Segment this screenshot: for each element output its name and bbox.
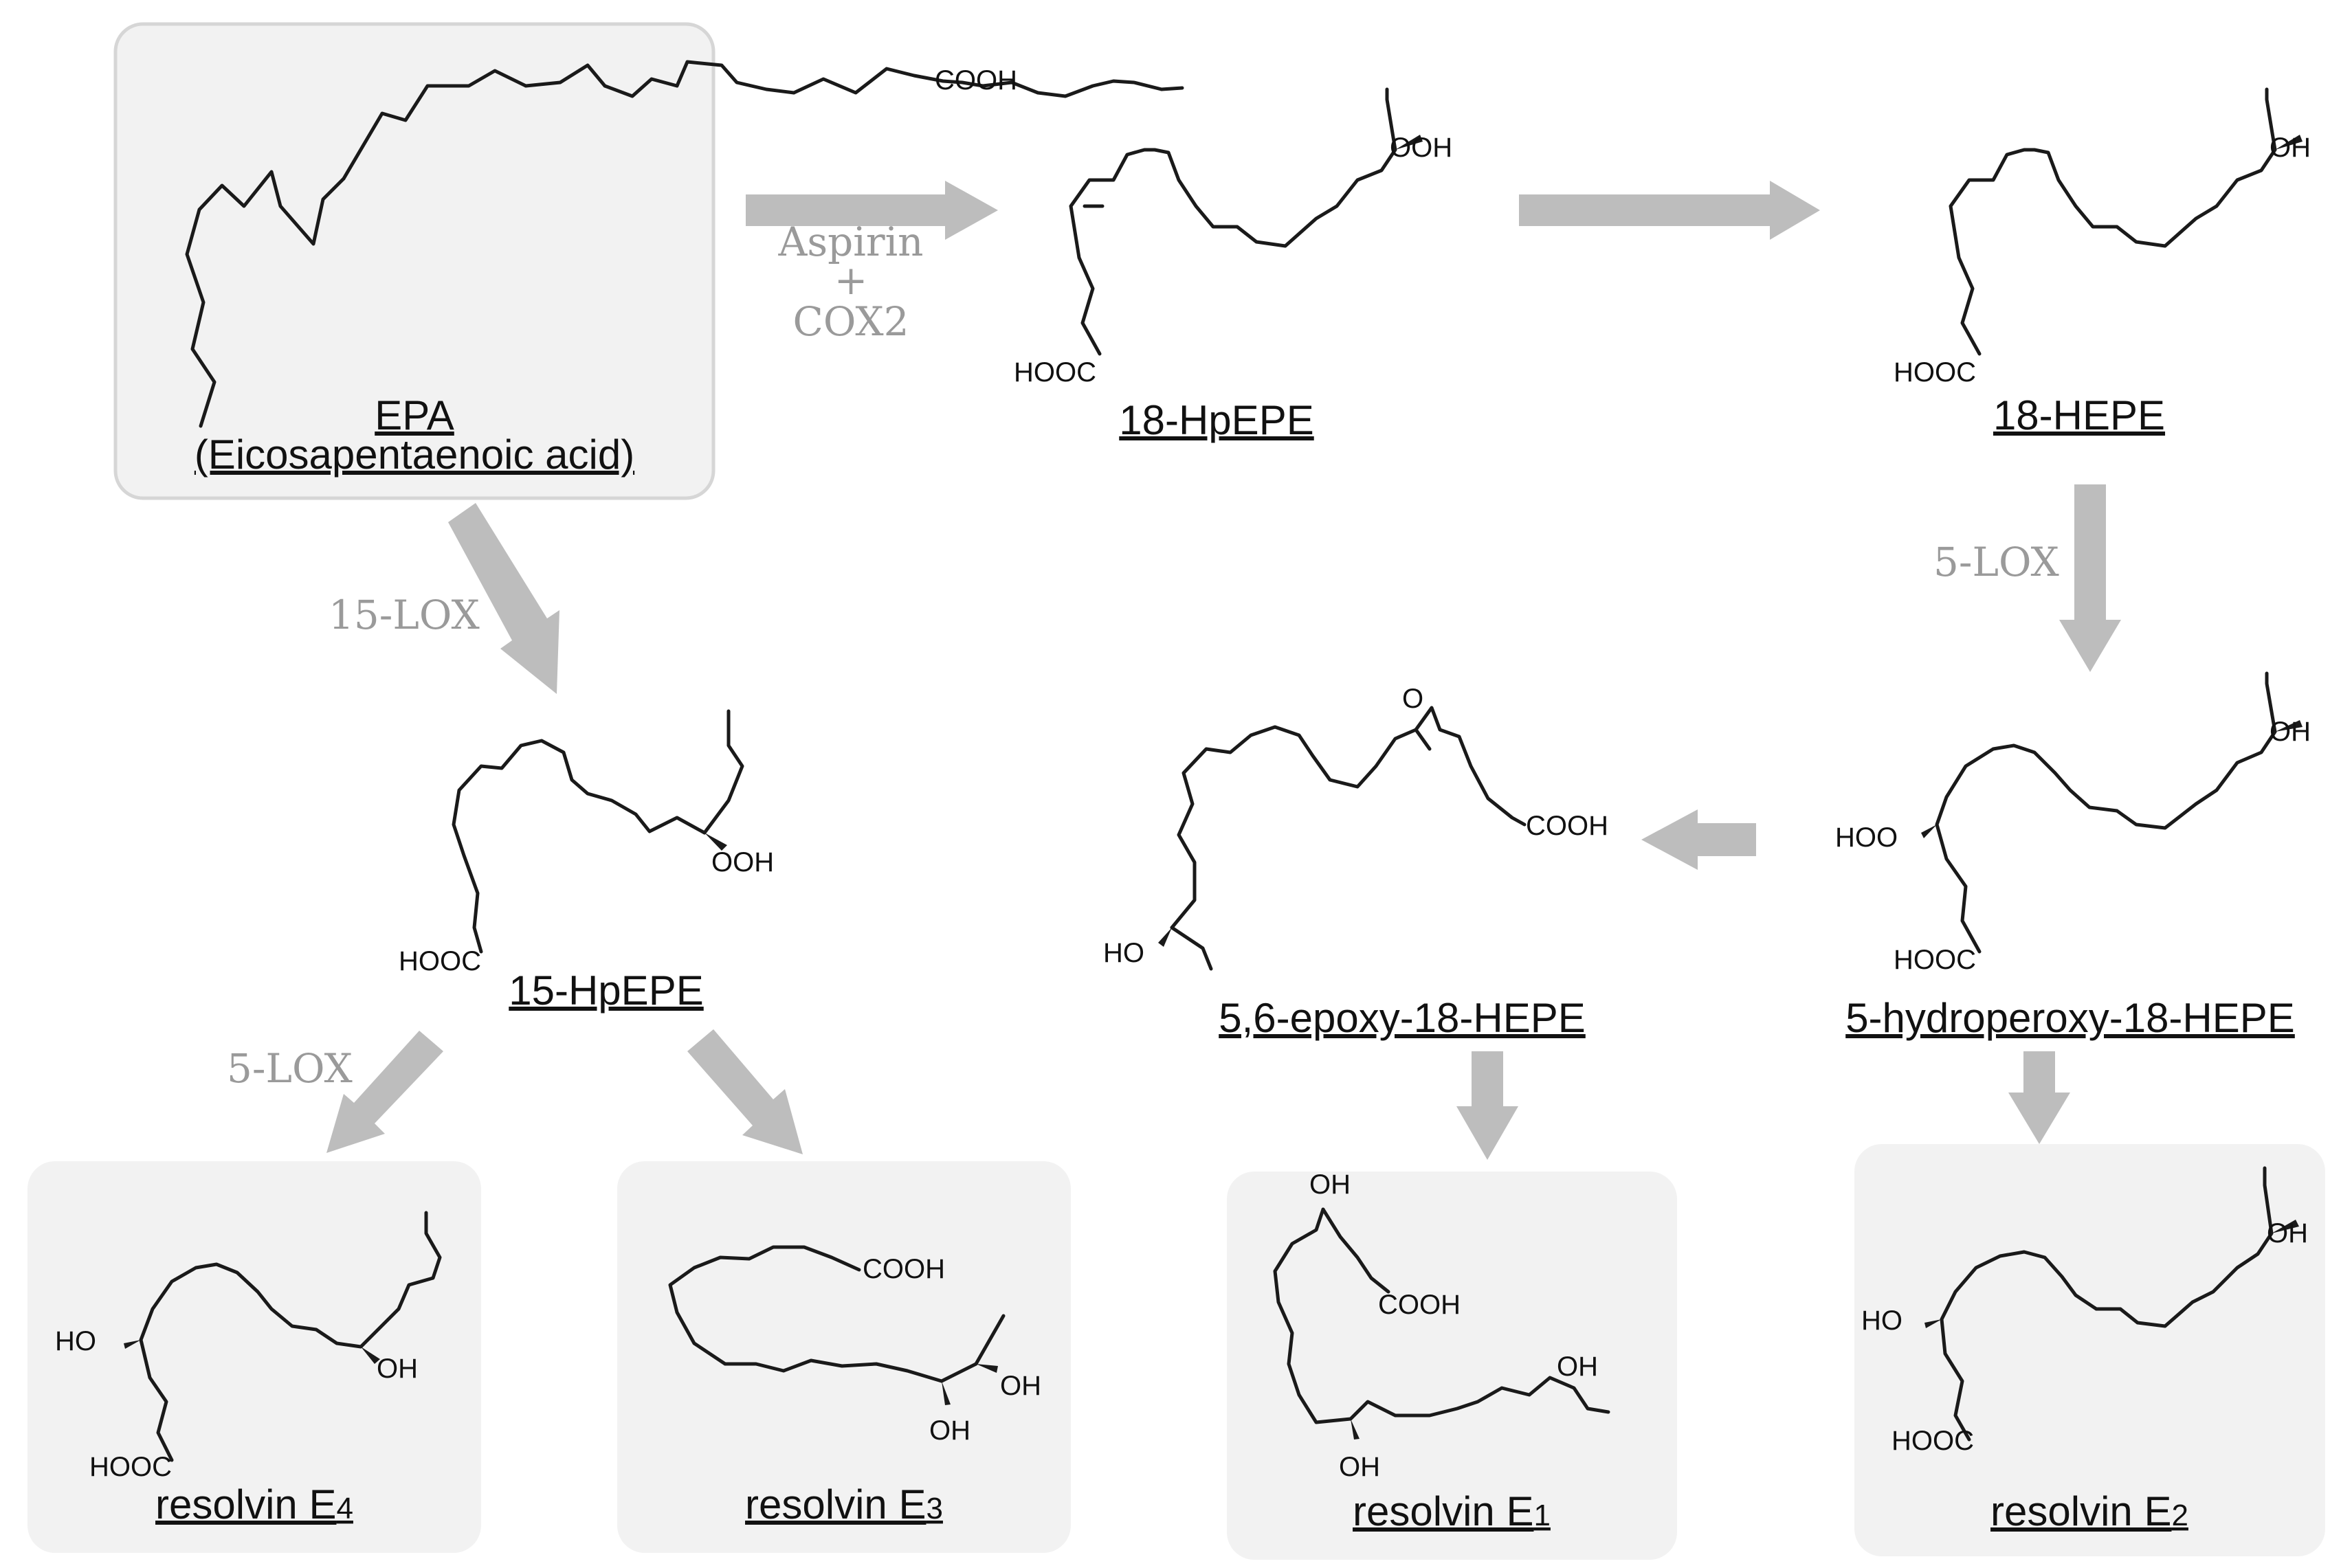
rve4-structure xyxy=(124,1211,442,1462)
rve1-box xyxy=(1227,1172,1677,1560)
rve1-cooh-label: COOH xyxy=(1378,1290,1461,1320)
epa-box xyxy=(113,22,715,500)
18hpepe-hooc-label: HOOC xyxy=(1014,357,1096,388)
hydroperoxy-name: 5-hydroperoxy-18-HEPE xyxy=(1845,995,2295,1041)
18hpepe-ooh-label: OOH xyxy=(1390,133,1452,163)
epoxy-ho-label: HO xyxy=(1103,938,1144,968)
rve4-box xyxy=(27,1161,481,1553)
hydroperoxy-oh-label: OH xyxy=(2270,717,2311,747)
epoxy-cooh-label: COOH xyxy=(1526,811,1608,841)
epa-structure xyxy=(185,60,1184,428)
18hepe-structure xyxy=(1949,87,2303,356)
rve2-structure xyxy=(1924,1166,2299,1442)
rve1-name: resolvin E1 xyxy=(1353,1488,1551,1534)
arrow-epa-to-18hpepe xyxy=(746,181,998,240)
epoxy-structure xyxy=(1158,706,1527,971)
rve1-oh-bottom-label: OH xyxy=(1339,1452,1380,1482)
15hpepe-name: 15-HpEPE xyxy=(509,967,703,1013)
enzyme-5lox-right-label: 5-LOX xyxy=(1933,539,2060,585)
18hepe-hooc-label: HOOC xyxy=(1894,357,1976,388)
enzyme-15lox-label: 15-LOX xyxy=(329,592,480,638)
rve2-name-base: resolvin E xyxy=(1990,1488,2171,1534)
arrow-15hpepe-to-rve3 xyxy=(687,1029,803,1154)
epa-name: EPA xyxy=(375,392,454,438)
rve4-name-base: resolvin E xyxy=(155,1481,336,1527)
rve2-name-sub: 2 xyxy=(2171,1499,2188,1532)
enzyme-aspirin-label: Aspirin xyxy=(778,219,924,265)
rve4-name-sub: 4 xyxy=(336,1492,353,1525)
enzyme-5lox-left-label: 5-LOX xyxy=(227,1045,353,1092)
rve3-name: resolvin E3 xyxy=(745,1481,943,1527)
18hepe-oh-label: OH xyxy=(2270,133,2311,163)
rve2-oh-label: OH xyxy=(2267,1218,2308,1248)
epoxy-name: 5,6-epoxy-18-HEPE xyxy=(1219,995,1586,1041)
arrow-epoxy-to-rve1 xyxy=(1456,1051,1518,1160)
rve4-oh-label: OH xyxy=(377,1354,418,1384)
rve3-name-base: resolvin E xyxy=(745,1481,926,1527)
epoxy-o-label: O xyxy=(1402,684,1423,714)
hydroperoxy-hooc-label: HOOC xyxy=(1894,945,1976,975)
enzyme-plus-label: + xyxy=(834,257,868,304)
enzyme-cox2-label: COX2 xyxy=(792,298,909,345)
rve2-box xyxy=(1854,1144,2325,1556)
rve3-cooh-label: COOH xyxy=(863,1254,945,1284)
18hepe-name: 18-HEPE xyxy=(1993,392,2165,438)
15hpepe-hooc-label: HOOC xyxy=(399,946,481,976)
hydroperoxy-hoo-label: HOO xyxy=(1835,822,1898,853)
rve1-name-base: resolvin E xyxy=(1353,1488,1533,1534)
arrow-hydroperoxy-to-rve2 xyxy=(2008,1051,2070,1144)
rve2-ho-label: HO xyxy=(1861,1306,1902,1336)
rve4-ho-label: HO xyxy=(55,1326,96,1356)
15hpepe-structure xyxy=(452,709,744,954)
hydroperoxy-structure xyxy=(1921,671,2303,954)
rve3-oh-lower-label: OH xyxy=(929,1415,970,1446)
rve3-name-sub: 3 xyxy=(926,1492,942,1525)
15hpepe-ooh-label: OOH xyxy=(711,847,774,877)
rve2-name: resolvin E2 xyxy=(1990,1488,2188,1534)
rve1-oh-right-label: OH xyxy=(1557,1352,1598,1382)
epa-cooh-label: COOH xyxy=(935,65,1017,96)
arrow-15hpepe-to-rve4 xyxy=(326,1031,443,1153)
18hpepe-name: 18-HpEPE xyxy=(1119,397,1313,443)
rve3-oh-upper-label: OH xyxy=(1000,1371,1041,1401)
rve4-hooc-label: HOOC xyxy=(89,1452,172,1482)
rve1-name-sub: 1 xyxy=(1533,1499,1550,1532)
rve2-hooc-label: HOOC xyxy=(1891,1426,1974,1456)
rve1-oh-top-label: OH xyxy=(1309,1169,1351,1200)
arrow-hydroperoxy-to-epoxy xyxy=(1641,809,1756,870)
rve4-name: resolvin E4 xyxy=(155,1481,353,1527)
rve3-structure xyxy=(668,1245,1006,1405)
arrow-epa-to-15hpepe xyxy=(448,503,559,694)
18hpepe-structure xyxy=(1069,87,1423,356)
rve1-structure xyxy=(1273,1207,1610,1440)
arrow-18hpepe-to-18hepe xyxy=(1519,181,1820,240)
epa-fullname: (Eicosapentaenoic acid) xyxy=(195,432,634,478)
arrow-18hepe-to-hydroperoxy xyxy=(2059,484,2121,672)
